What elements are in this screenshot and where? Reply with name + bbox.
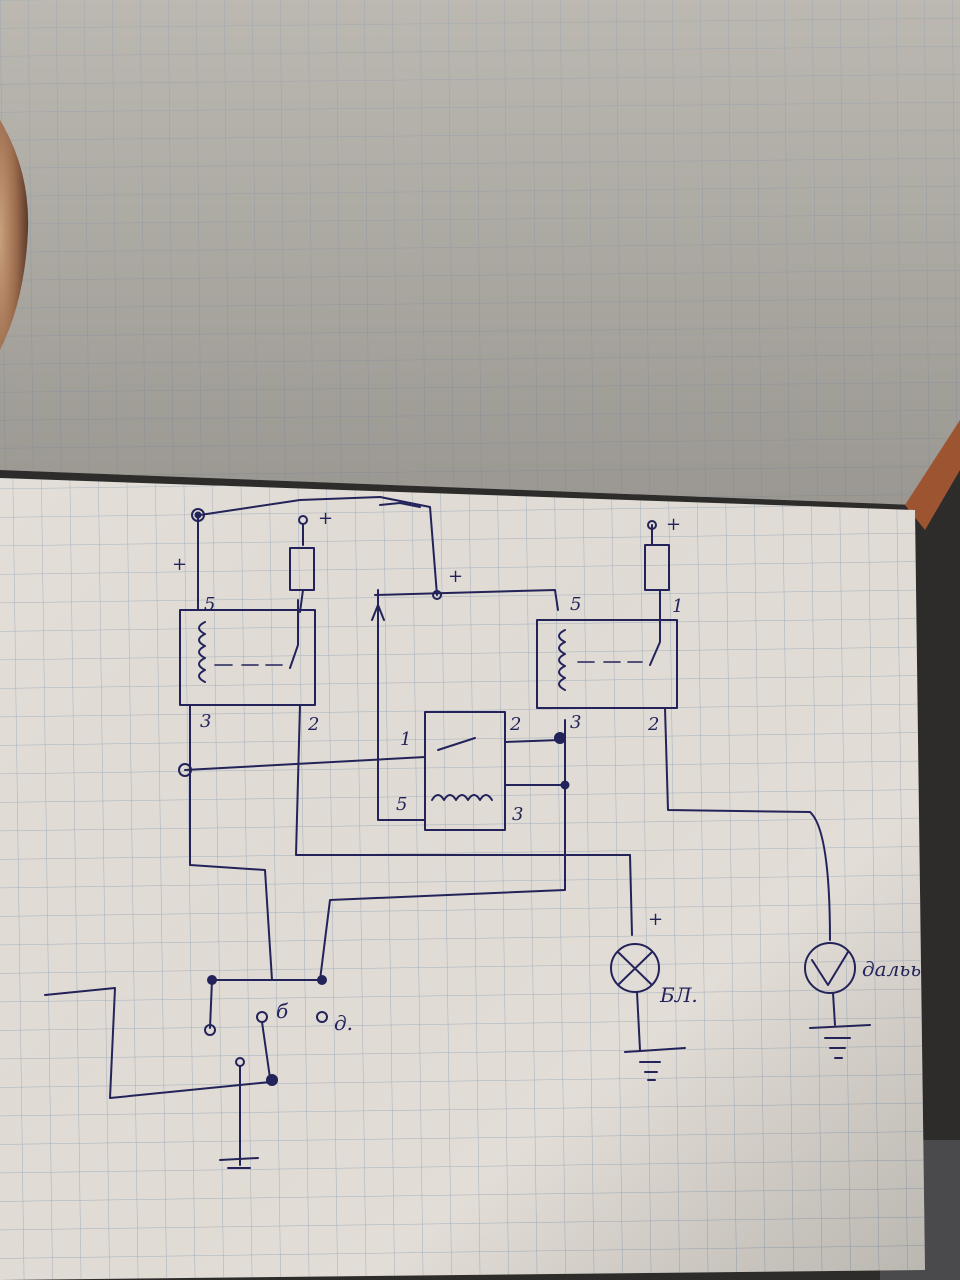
- junction-dots: [178, 508, 657, 1086]
- ground-icon: [219, 1157, 259, 1169]
- relay-coil-icon: [198, 621, 206, 683]
- right-relay-pin5-label: 5: [570, 594, 581, 615]
- relay-coil-icon: [431, 794, 493, 801]
- lamp-low-label: БЛ.: [659, 983, 698, 1007]
- junction-dot-icon: [432, 590, 442, 600]
- right-relay-pin1-label: 1: [672, 596, 683, 617]
- right-relay-fuse-plus-label: +: [666, 514, 681, 535]
- right-relay-pin2-label: 2: [647, 714, 659, 735]
- junction-dot-icon: [317, 975, 327, 985]
- relay-left: [179, 599, 316, 706]
- mid-relay-pin3-label: 3: [512, 804, 523, 825]
- mid-relay-pin5-label: 5: [396, 794, 407, 815]
- junction-dot-icon: [207, 975, 217, 985]
- top-bus-wire: [199, 496, 438, 596]
- switch-low-label: б: [276, 999, 289, 1023]
- mid-plus-label: +: [448, 566, 463, 587]
- left-relay-pin5-label: 5: [204, 594, 215, 615]
- switch-high-label: д.: [334, 1011, 353, 1035]
- labels: + 5 + 3 2 + 1 2 5 3 5 + 1 3 2 + БЛ. даль…: [172, 508, 921, 1035]
- arrow-icon: [371, 589, 426, 821]
- top-page: [0, 0, 960, 505]
- thumb: [0, 120, 29, 350]
- relay-right: [536, 589, 678, 709]
- junction-dot-icon: [647, 520, 657, 530]
- left-relay-pin3-label: 3: [200, 711, 211, 732]
- fuse-icon: [644, 544, 670, 591]
- right-relay-pin3-label: 3: [570, 712, 581, 733]
- ground-icon: [624, 1047, 686, 1081]
- ground-icon: [809, 1024, 871, 1059]
- relay-switch-contact: [649, 589, 661, 666]
- cover-edge: [905, 420, 960, 530]
- bottom-page: [0, 478, 925, 1280]
- relay-middle: [424, 711, 506, 831]
- junction-dot-icon: [298, 515, 308, 525]
- mid-relay-pin1-label: 1: [400, 729, 411, 750]
- lamp-icon: [804, 942, 856, 994]
- top-bus-scribble: [379, 502, 421, 508]
- junction-dot-icon: [178, 763, 192, 777]
- left-relay-pin2-label: 2: [307, 714, 319, 735]
- mid-relay-pin2-label: 2: [509, 714, 521, 735]
- junction-dot-icon: [560, 780, 570, 790]
- relay-switch-contact: [289, 599, 299, 669]
- lamp-plus-label: +: [648, 909, 663, 930]
- lamp-high-label: дальь: [862, 957, 921, 981]
- left-relay-plus-label: +: [172, 554, 187, 575]
- junction-dot-icon: [554, 732, 566, 744]
- relay-switch-contact: [437, 737, 476, 751]
- junction-dot-icon: [194, 511, 202, 519]
- circuit-drawing: [44, 496, 871, 1169]
- light-switch: [204, 979, 328, 1166]
- left-relay-fuse-plus-label: +: [318, 508, 333, 529]
- lamp-icon: [610, 943, 660, 993]
- junction-dot-icon: [191, 508, 205, 522]
- junction-dot-icon: [266, 1074, 278, 1086]
- relay-coil-icon: [558, 629, 566, 691]
